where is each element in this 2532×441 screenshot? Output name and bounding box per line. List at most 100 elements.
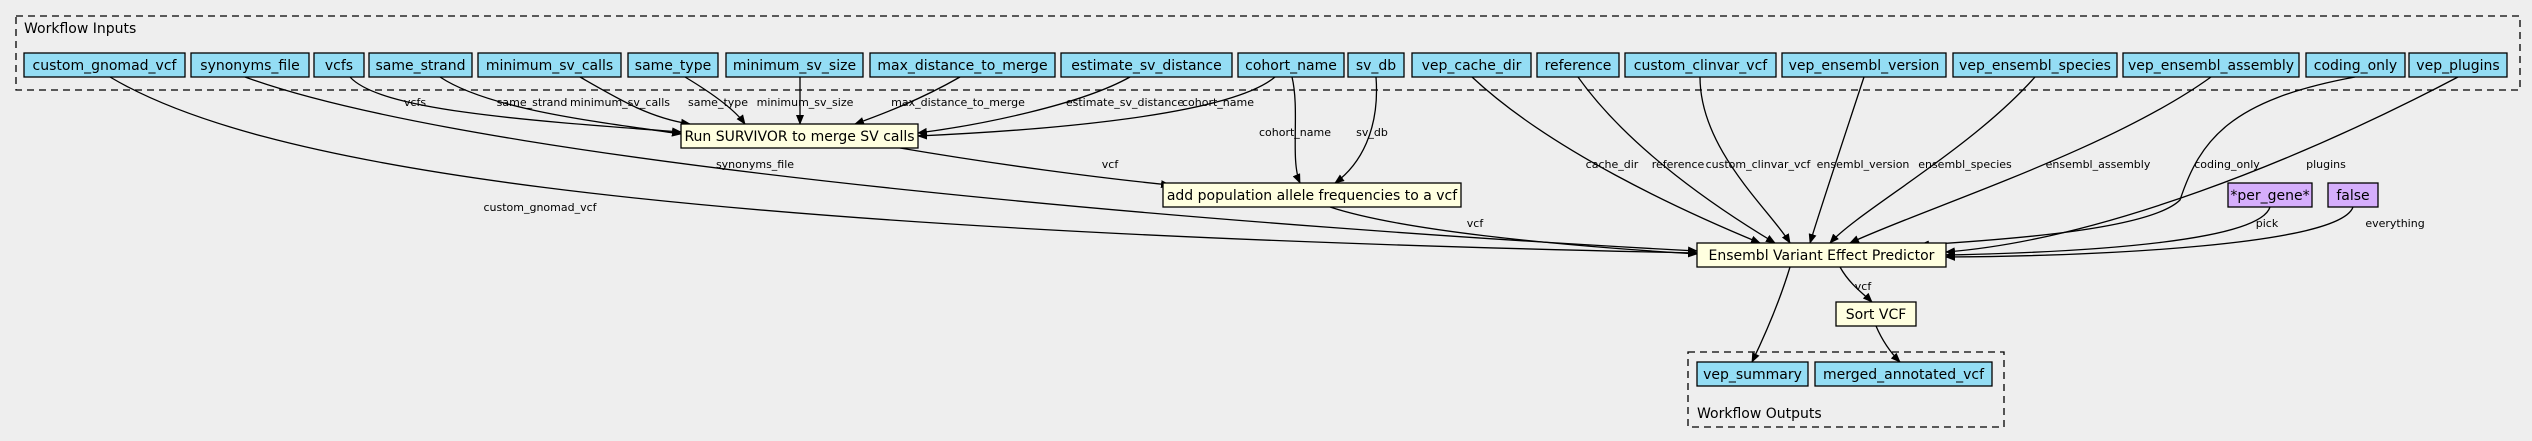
- input-node-vep_cache_dir[interactable]: vep_cache_dir: [1411, 52, 1532, 78]
- input-label-minimum_sv_calls: minimum_sv_calls: [486, 58, 613, 74]
- input-box-synonyms_file[interactable]: [190, 52, 310, 78]
- edge-vcfs-to-survivor: [349, 76, 682, 136]
- input-node-minimum_sv_calls[interactable]: minimum_sv_calls: [477, 52, 622, 78]
- edge-label-per_gene-to-vep: pick: [2256, 217, 2279, 230]
- output-label-vep_summary: vep_summary: [1703, 367, 1802, 383]
- edge-label-sv_db-to-allele_freq: sv_db: [1356, 126, 1388, 139]
- input-box-max_distance_to_merge[interactable]: [869, 52, 1056, 78]
- input-label-vep_ensembl_assembly: vep_ensembl_assembly: [2128, 58, 2294, 74]
- input-box-vep_plugins[interactable]: [2408, 52, 2508, 78]
- input-box-same_type[interactable]: [627, 52, 719, 78]
- edge-vep_ensembl_species-to-vep: [1829, 76, 2036, 244]
- input-node-max_distance_to_merge[interactable]: max_distance_to_merge: [869, 52, 1056, 78]
- step-box-allele_freq[interactable]: [1162, 182, 1462, 208]
- output-box-merged_annotated_vcf[interactable]: [1814, 361, 1993, 387]
- edge-label-estimate_sv_distance-to-survivor: estimate_sv_distance: [1066, 96, 1184, 109]
- input-node-vep_ensembl_species[interactable]: vep_ensembl_species: [1952, 52, 2118, 78]
- edge-sort_vcf-to-merged_annotated_vcf: [1875, 325, 1901, 363]
- input-label-max_distance_to_merge: max_distance_to_merge: [877, 58, 1047, 74]
- input-box-estimate_sv_distance[interactable]: [1060, 52, 1233, 78]
- input-node-cohort_name[interactable]: cohort_name: [1237, 52, 1345, 78]
- input-box-vcfs[interactable]: [313, 52, 365, 78]
- input-box-coding_only[interactable]: [2305, 52, 2406, 78]
- input-node-custom_clinvar_vcf[interactable]: custom_clinvar_vcf: [1624, 52, 1777, 78]
- edge-label-allele_freq-to-vep: vcf: [1467, 217, 1485, 230]
- clusters-layer: Workflow Inputs Workflow Outputs: [15, 15, 2521, 428]
- edge-same_type-to-survivor: [684, 76, 746, 125]
- edge-vep-to-sort_vcf: [1839, 266, 1873, 303]
- input-node-vep_ensembl_assembly[interactable]: vep_ensembl_assembly: [2122, 52, 2300, 78]
- input-node-vcfs[interactable]: vcfs: [313, 52, 365, 78]
- edge-cohort_name-to-survivor: [917, 76, 1276, 140]
- output-label-merged_annotated_vcf: merged_annotated_vcf: [1823, 367, 1985, 383]
- default-box-false_val[interactable]: [2327, 182, 2379, 208]
- edge-label-vep_plugins-to-vep: plugins: [2306, 158, 2346, 171]
- step-label-vep: Ensembl Variant Effect Predictor: [1709, 248, 1935, 264]
- step-node-sort_vcf[interactable]: Sort VCF: [1835, 301, 1917, 327]
- input-box-vep_ensembl_version[interactable]: [1781, 52, 1947, 78]
- input-box-minimum_sv_calls[interactable]: [477, 52, 622, 78]
- default-node-per_gene[interactable]: *per_gene*: [2227, 182, 2313, 208]
- input-box-reference[interactable]: [1536, 52, 1620, 78]
- edge-label-cohort_name-to-survivor: cohort_name: [1182, 96, 1254, 109]
- edge-label-vep_ensembl_species-to-vep: ensembl_species: [1918, 158, 2012, 171]
- input-box-minimum_sv_size[interactable]: [725, 52, 864, 78]
- default-label-per_gene: *per_gene*: [2230, 188, 2309, 204]
- output-node-merged_annotated_vcf[interactable]: merged_annotated_vcf: [1814, 361, 1993, 387]
- input-node-same_strand[interactable]: same_strand: [368, 52, 473, 78]
- step-node-allele_freq[interactable]: add population allele frequencies to a v…: [1162, 182, 1462, 208]
- input-node-vep_ensembl_version[interactable]: vep_ensembl_version: [1781, 52, 1947, 78]
- inputs-cluster-label: Workflow Inputs: [24, 21, 136, 37]
- edge-per_gene-to-vep: [1945, 206, 2271, 259]
- input-label-cohort_name: cohort_name: [1245, 58, 1337, 74]
- input-node-coding_only[interactable]: coding_only: [2305, 52, 2406, 78]
- input-label-custom_clinvar_vcf: custom_clinvar_vcf: [1634, 58, 1769, 74]
- input-label-minimum_sv_size: minimum_sv_size: [733, 58, 856, 74]
- edge-label-synonyms_file-to-vep: synonyms_file: [716, 158, 794, 171]
- input-node-estimate_sv_distance[interactable]: estimate_sv_distance: [1060, 52, 1233, 78]
- input-box-sv_db[interactable]: [1347, 52, 1405, 78]
- input-node-same_type[interactable]: same_type: [627, 52, 719, 78]
- output-box-vep_summary[interactable]: [1696, 361, 1809, 387]
- input-node-minimum_sv_size[interactable]: minimum_sv_size: [725, 52, 864, 78]
- default-node-false_val[interactable]: false: [2327, 182, 2379, 208]
- edge-label-survivor-to-allele_freq: vcf: [1102, 158, 1120, 171]
- edge-estimate_sv_distance-to-survivor: [917, 76, 1131, 136]
- edge-label-same_strand-to-survivor: same_strand: [497, 96, 568, 109]
- step-node-vep[interactable]: Ensembl Variant Effect Predictor: [1696, 242, 1947, 268]
- input-node-synonyms_file[interactable]: synonyms_file: [190, 52, 310, 78]
- default-box-per_gene[interactable]: [2227, 182, 2313, 208]
- input-node-sv_db[interactable]: sv_db: [1347, 52, 1405, 78]
- output-node-vep_summary[interactable]: vep_summary: [1696, 361, 1809, 387]
- edge-label-false_val-to-vep: everything: [2365, 217, 2424, 230]
- input-box-custom_clinvar_vcf[interactable]: [1624, 52, 1777, 78]
- step-box-sort_vcf[interactable]: [1835, 301, 1917, 327]
- edges-layer: [109, 76, 2459, 363]
- step-node-survivor[interactable]: Run SURVIVOR to merge SV calls: [680, 123, 919, 149]
- input-box-cohort_name[interactable]: [1237, 52, 1345, 78]
- input-node-custom_gnomad_vcf[interactable]: custom_gnomad_vcf: [23, 52, 186, 78]
- step-box-survivor[interactable]: [680, 123, 919, 149]
- step-label-sort_vcf: Sort VCF: [1846, 307, 1907, 323]
- step-label-allele_freq: add population allele frequencies to a v…: [1167, 188, 1458, 204]
- input-box-vep_cache_dir[interactable]: [1411, 52, 1532, 78]
- input-label-vep_ensembl_version: vep_ensembl_version: [1789, 58, 1940, 74]
- input-node-reference[interactable]: reference: [1536, 52, 1620, 78]
- input-label-same_type: same_type: [635, 58, 711, 74]
- input-label-custom_gnomad_vcf: custom_gnomad_vcf: [33, 58, 178, 74]
- input-label-vep_plugins: vep_plugins: [2416, 58, 2499, 74]
- input-box-vep_ensembl_species[interactable]: [1952, 52, 2118, 78]
- input-node-vep_plugins[interactable]: vep_plugins: [2408, 52, 2508, 78]
- input-box-same_strand[interactable]: [368, 52, 473, 78]
- input-box-vep_ensembl_assembly[interactable]: [2122, 52, 2300, 78]
- edge-coding_only-to-vep: [1919, 76, 2356, 249]
- edge-label-coding_only-to-vep: coding_only: [2194, 158, 2260, 171]
- edge-vep-to-vep_summary: [1751, 266, 1791, 363]
- edge-custom_gnomad_vcf-to-vep: [109, 76, 1698, 257]
- input-label-sv_db: sv_db: [1356, 58, 1396, 74]
- step-box-vep[interactable]: [1696, 242, 1947, 268]
- input-label-synonyms_file: synonyms_file: [200, 58, 299, 74]
- input-box-custom_gnomad_vcf[interactable]: [23, 52, 186, 78]
